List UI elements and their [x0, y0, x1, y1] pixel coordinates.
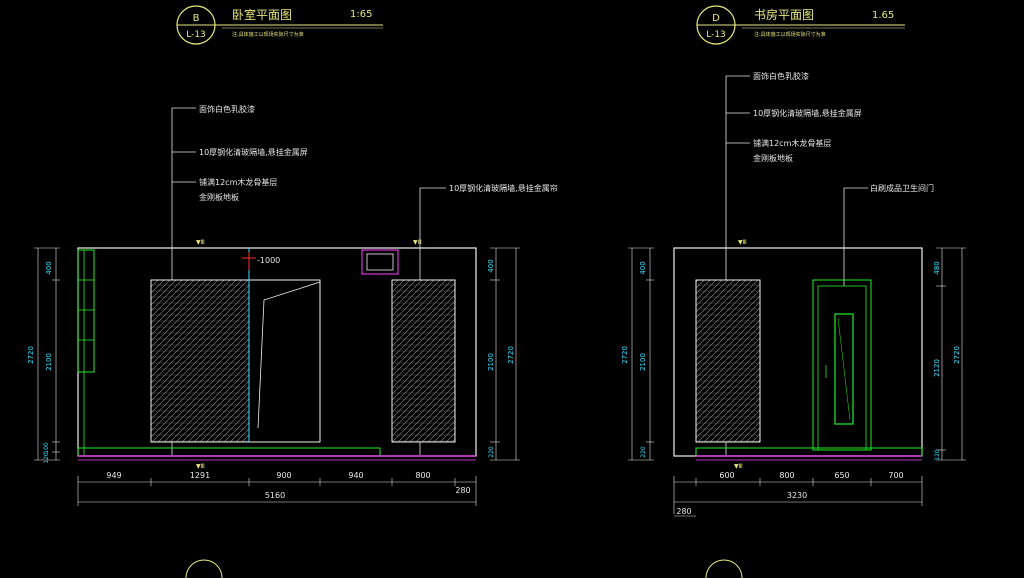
- study-dim-left-400: 400: [639, 261, 647, 274]
- bedroom-dim-940: 940: [348, 471, 363, 480]
- bedroom-elevation: B L-13 卧室平面图 1:65 注:具体施工以现场实际尺寸为准 面饰白色乳胶…: [27, 5, 558, 506]
- bedroom-dim-extra: 280: [455, 486, 470, 495]
- study-dim-right-2720: 2720: [953, 346, 961, 364]
- study-dim-left-220: 220: [640, 446, 647, 458]
- bedroom-note-paint: 面饰白色乳胶漆: [199, 104, 255, 114]
- bedroom-dim-right-220: 220: [488, 446, 495, 458]
- bedroom-marker-top-left: ▼Ⅲ: [196, 239, 205, 246]
- study-dim-right-120: 120: [934, 449, 941, 461]
- study-dim-left-2720: 2720: [621, 346, 629, 364]
- bedroom-dim-800: 800: [415, 471, 430, 480]
- bedroom-dim-left-2720: 2720: [27, 346, 35, 364]
- bedroom-left-dims: 400 2100 2720 100 120: [27, 247, 60, 464]
- bedroom-panel-left: [150, 279, 250, 443]
- bedroom-dim-left-100: 100: [43, 442, 50, 454]
- study-marker-top: ▼Ⅲ: [738, 239, 747, 246]
- study-dim-700: 700: [888, 471, 903, 480]
- study-badge-bottom: L-13: [706, 30, 726, 40]
- bedroom-marker-top-right: ▼Ⅲ: [413, 239, 422, 246]
- bedroom-dim-left-2100: 2100: [45, 353, 53, 371]
- bedroom-glass-partition: [249, 279, 321, 443]
- bedroom-next-badge-partial: [185, 559, 223, 578]
- bedroom-dim-left-400: 400: [45, 261, 53, 274]
- study-note-glass: 10厚钢化清玻隔墙,悬挂金属屏: [753, 108, 862, 118]
- bedroom-title-block: B L-13 卧室平面图 1:65 注:具体施工以现场实际尺寸为准: [176, 5, 383, 45]
- bedroom-dim-right-2720: 2720: [507, 346, 515, 364]
- bedroom-marker-bottom: ▼Ⅲ: [196, 463, 205, 470]
- bedroom-note-curtain: 10厚钢化清玻隔墙,悬挂金属帘: [449, 183, 558, 193]
- study-scale: 1.65: [872, 10, 894, 21]
- study-dim-right-2120: 2120: [933, 359, 941, 377]
- bedroom-panel-right: [391, 279, 456, 443]
- bedroom-dim-left-120: 120: [43, 452, 50, 464]
- bedroom-dim-right-2100: 2100: [487, 353, 495, 371]
- bedroom-dim-949: 949: [106, 471, 121, 480]
- study-title: 书房平面图: [754, 7, 814, 22]
- bedroom-level-mark: -1000: [257, 256, 280, 265]
- study-dim-800: 800: [779, 471, 794, 480]
- study-panel: [695, 279, 761, 443]
- bedroom-wardrobe: [77, 249, 95, 373]
- study-note-floor: 金刚板地板: [753, 153, 793, 163]
- bedroom-dim-1291: 1291: [190, 471, 210, 480]
- bedroom-subtitle: 注:具体施工以现场实际尺寸为准: [232, 31, 304, 38]
- study-dim-total: 3230: [787, 491, 807, 500]
- study-subtitle: 注:具体施工以现场实际尺寸为准: [754, 31, 826, 38]
- study-floor-skirting: [695, 447, 923, 457]
- bedroom-title: 卧室平面图: [232, 7, 292, 22]
- study-dim-600: 600: [719, 471, 734, 480]
- bedroom-badge-top: B: [193, 13, 200, 24]
- study-left-dims: 400 2100 2720 220: [621, 247, 654, 461]
- study-note-door: 白刷成品卫生间门: [870, 183, 934, 193]
- bedroom-note-glass: 10厚钢化清玻隔墙,悬挂金属屏: [199, 147, 308, 157]
- bedroom-note-floor: 金刚板地板: [199, 192, 239, 202]
- bedroom-note-keel: 铺满12cm木龙骨基层: [199, 177, 277, 187]
- bedroom-scale: 1:65: [350, 9, 372, 20]
- study-elevation: D L-13 书房平面图 1.65 注:具体施工以现场实际尺寸为准 面饰白色乳胶…: [621, 5, 966, 517]
- study-note-paint: 面饰白色乳胶漆: [753, 71, 809, 81]
- study-dim-right-480: 480: [933, 261, 941, 274]
- study-dim-left-2100: 2100: [639, 353, 647, 371]
- bedroom-dim-total: 5160: [265, 491, 285, 500]
- bedroom-dim-900: 900: [276, 471, 291, 480]
- study-marker-bottom: ▼Ⅲ: [734, 463, 743, 470]
- study-right-dims: 480 2120 2720 120: [933, 247, 966, 461]
- bedroom-right-dims: 400 2100 2720 220: [487, 247, 520, 461]
- study-bottom-dims: 600 800 650 700 3230 280: [673, 471, 923, 517]
- study-title-block: D L-13 书房平面图 1.65 注:具体施工以现场实际尺寸为准: [696, 5, 905, 45]
- bedroom-dim-right-400: 400: [487, 259, 495, 272]
- bedroom-badge-bottom: L-13: [186, 30, 206, 40]
- bedroom-floor-skirting: [77, 447, 381, 457]
- bedroom-bottom-dims: 949 1291 900 940 800 5160 280: [77, 471, 477, 506]
- study-door-glass: [834, 313, 854, 425]
- study-note-keel: 铺满12cm木龙骨基层: [753, 138, 831, 148]
- bedroom-ceiling-box: [361, 249, 399, 275]
- study-badge-top: D: [712, 13, 720, 24]
- study-dim-extra: 280: [676, 507, 691, 516]
- study-door-leaf: [817, 285, 867, 451]
- study-dim-650: 650: [834, 471, 849, 480]
- study-next-badge-partial: [705, 559, 743, 578]
